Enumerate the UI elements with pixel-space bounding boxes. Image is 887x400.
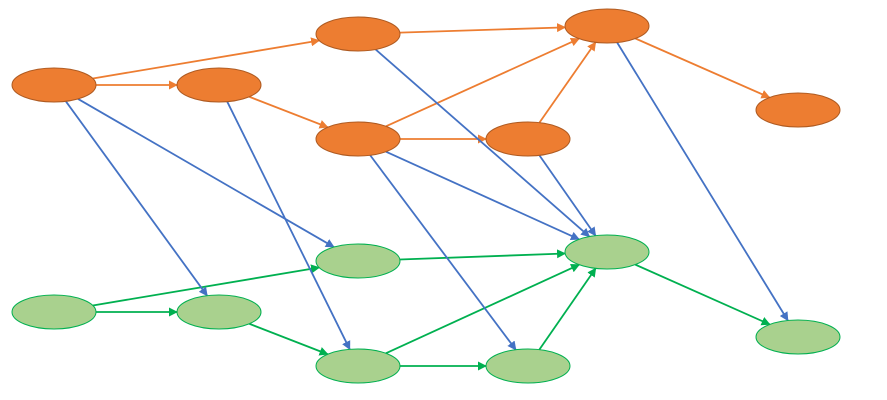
orange-node-o7 xyxy=(755,92,841,128)
edge-o3-to-o6 xyxy=(399,23,567,34)
edge-o2-to-o4 xyxy=(248,95,329,129)
edge-g6-to-g7 xyxy=(634,263,771,326)
green-node-g1 xyxy=(11,294,97,330)
green-node-g3 xyxy=(315,243,401,279)
orange-node-o4 xyxy=(315,121,401,157)
green-node-g2 xyxy=(176,294,262,330)
edge-g5-to-g6 xyxy=(538,267,597,351)
edge-o4-to-g6 xyxy=(385,150,580,241)
green-node-g7 xyxy=(755,319,841,355)
orange-node-o1 xyxy=(11,67,97,103)
edge-o6-to-o7 xyxy=(635,37,771,99)
nodes-layer xyxy=(11,8,841,384)
edge-g3-to-g6 xyxy=(399,249,567,261)
edge-o5-to-g6 xyxy=(538,154,597,237)
edge-g4-to-g6 xyxy=(385,263,580,355)
edge-o1-to-g2 xyxy=(65,100,208,297)
edge-o6-to-g7 xyxy=(616,42,789,322)
edges-layer xyxy=(65,23,789,371)
edge-o1-to-o3 xyxy=(92,37,321,80)
orange-node-o3 xyxy=(315,16,401,52)
orange-node-o2 xyxy=(176,67,262,103)
edge-o2-to-g4 xyxy=(226,101,351,351)
orange-node-o5 xyxy=(485,121,571,157)
edge-g2-to-g4 xyxy=(248,322,329,356)
green-node-g4 xyxy=(315,348,401,384)
orange-node-o6 xyxy=(564,8,650,44)
green-node-g5 xyxy=(485,348,571,384)
edge-o5-to-o6 xyxy=(538,41,597,124)
edge-o4-to-g5 xyxy=(369,154,517,351)
green-node-g6 xyxy=(564,234,650,270)
edge-o1-to-g3 xyxy=(77,98,335,248)
edge-o3-to-g6 xyxy=(375,48,591,238)
edge-o4-to-o6 xyxy=(385,37,580,128)
